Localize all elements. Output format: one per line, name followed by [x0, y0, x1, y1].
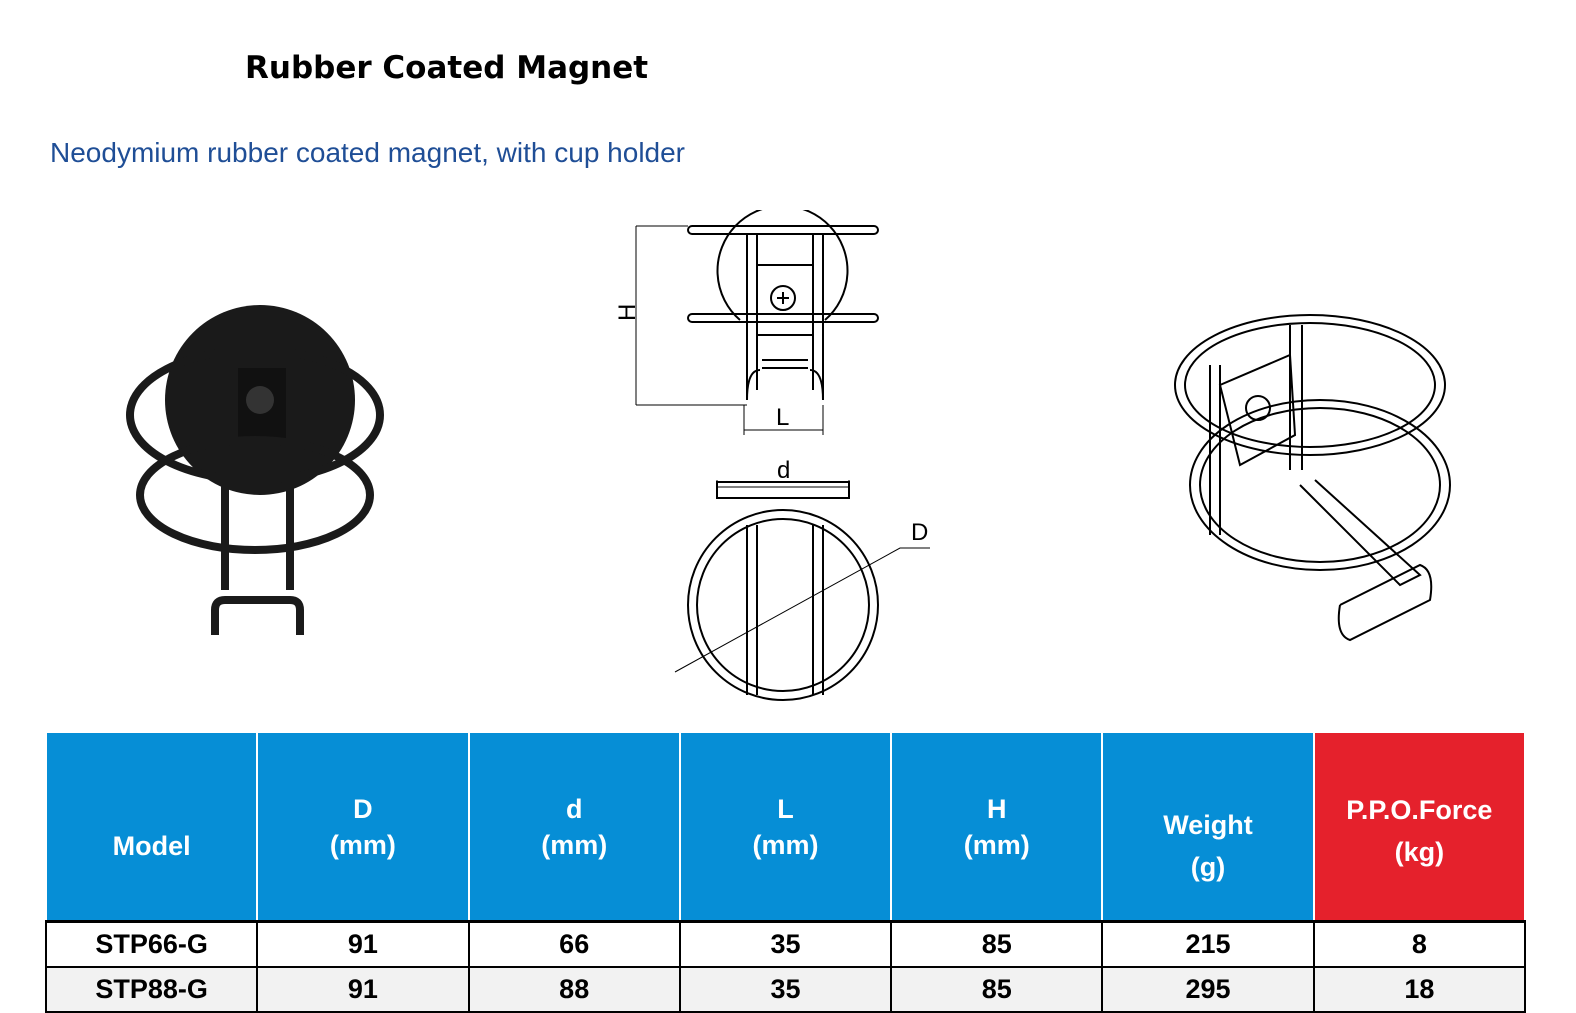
- header-unit: (mm): [329, 829, 396, 860]
- header-unit: (kg): [1394, 837, 1445, 867]
- header-label: Model: [112, 831, 191, 861]
- cell-weight: 295: [1101, 966, 1315, 1013]
- cell-D: 91: [256, 920, 470, 968]
- cell-d: 88: [467, 966, 681, 1013]
- header-unit: (mm): [963, 829, 1030, 860]
- product-photo: [126, 305, 384, 635]
- table-header-row: Model D(mm) d(mm) L(mm) H(mm) Weight(g) …: [44, 733, 1527, 922]
- header-label: H: [987, 793, 1007, 824]
- header-unit: (mm): [752, 829, 819, 860]
- dimension-label-L: L: [776, 404, 789, 431]
- cell-H: 85: [890, 966, 1104, 1013]
- isometric-drawing: [1174, 314, 1451, 642]
- cell-D: 91: [256, 966, 470, 1013]
- side-view-drawing: H L d D: [614, 210, 930, 701]
- table-row: STP66-G 91 66 35 85 215 8: [44, 920, 1527, 968]
- header-label: D: [353, 793, 373, 824]
- header-label: L: [777, 793, 794, 824]
- dimension-label-d: d: [777, 457, 790, 484]
- cell-ppo-force: 8: [1312, 920, 1527, 968]
- table-row: STP88-G 91 88 35 85 295 18: [44, 966, 1527, 1013]
- cell-L: 35: [678, 966, 893, 1013]
- cell-model: STP66-G: [44, 920, 259, 968]
- header-unit: (mm): [541, 829, 608, 860]
- cell-model: STP88-G: [44, 966, 259, 1013]
- spec-table: Model D(mm) d(mm) L(mm) H(mm) Weight(g) …: [44, 733, 1527, 1013]
- dimension-label-H: H: [614, 304, 641, 321]
- dimension-label-D: D: [911, 519, 928, 546]
- column-header-model: Model: [44, 733, 259, 922]
- column-header-d: d (mm): [467, 733, 681, 922]
- cell-ppo-force: 18: [1312, 966, 1527, 1013]
- column-header-weight: Weight (g): [1101, 733, 1315, 922]
- column-header-H: H (mm): [890, 733, 1104, 922]
- header-unit: (g): [1190, 852, 1226, 882]
- cell-L: 35: [678, 920, 893, 968]
- product-subtitle: Neodymium rubber coated magnet, with cup…: [50, 137, 686, 168]
- header-label: P.P.O.Force: [1346, 795, 1493, 825]
- column-header-L: L (mm): [678, 733, 893, 922]
- cell-weight: 215: [1101, 920, 1315, 968]
- page-title: Rubber Coated Magnet: [245, 50, 649, 86]
- column-header-D: D (mm): [256, 733, 470, 922]
- cell-H: 85: [890, 920, 1104, 968]
- cell-d: 66: [467, 920, 681, 968]
- header-label: Weight: [1163, 810, 1253, 840]
- header-label: d: [565, 793, 583, 824]
- column-header-ppo-force: P.P.O.Force (kg): [1312, 733, 1527, 922]
